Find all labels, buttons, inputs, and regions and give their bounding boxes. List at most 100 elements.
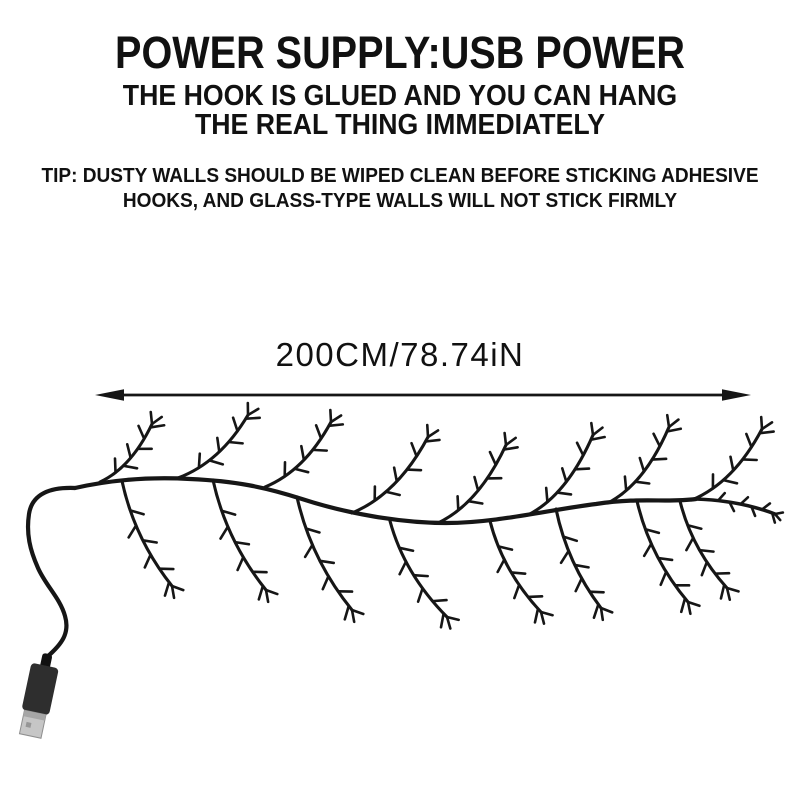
branch-tip-twig bbox=[150, 415, 164, 426]
branch-twig bbox=[137, 424, 146, 441]
subtitle: THE HOOK IS GLUED AND YOU CAN HANG THE R… bbox=[0, 82, 800, 140]
branch-tip-twig bbox=[725, 586, 740, 593]
branch-twig bbox=[128, 509, 145, 516]
branch-twig bbox=[573, 563, 590, 569]
branch-twig bbox=[327, 423, 345, 428]
branch-twig bbox=[665, 427, 683, 433]
branch-twig bbox=[244, 416, 262, 421]
branch-twig bbox=[219, 525, 230, 540]
branch-tip-twig bbox=[773, 512, 782, 522]
branch-twig bbox=[562, 535, 579, 543]
branch-twig bbox=[488, 450, 498, 467]
branch-tip-twig bbox=[264, 588, 279, 596]
branch-tip-twig bbox=[760, 421, 774, 431]
branch-twig bbox=[300, 444, 306, 462]
branch-twig bbox=[392, 466, 399, 483]
branch-twig bbox=[700, 560, 709, 577]
branch-tip-twig bbox=[686, 600, 692, 616]
branch-twig bbox=[473, 475, 480, 492]
branch-twig bbox=[236, 555, 245, 572]
branch-twig bbox=[634, 480, 651, 485]
branch-twig bbox=[502, 445, 519, 451]
subtitle-line-1: THE HOOK IS GLUED AND YOU CAN HANG bbox=[122, 80, 678, 112]
branch-twig bbox=[652, 432, 662, 448]
usb-connector bbox=[18, 653, 59, 739]
branch-twig bbox=[533, 607, 540, 624]
branch-twig bbox=[509, 571, 527, 575]
branch-twig bbox=[412, 573, 429, 578]
usb-plug-hole bbox=[25, 721, 32, 728]
branch-tip-twig bbox=[591, 426, 604, 437]
branch-twig bbox=[314, 424, 323, 440]
branch-tip-twig bbox=[503, 431, 508, 447]
branch-tip-twig bbox=[246, 407, 260, 417]
branch-twig bbox=[257, 584, 265, 601]
branch-tip-twig bbox=[170, 584, 185, 592]
branch-twig bbox=[574, 577, 584, 593]
branch-stem bbox=[350, 435, 430, 515]
page-title-text: POWER SUPPLY:USB POWER bbox=[115, 27, 685, 78]
branch-twig bbox=[424, 438, 441, 443]
tip-line-2: HOOKS, AND GLASS-TYPE WALLS WILL NOT STI… bbox=[122, 189, 678, 212]
branch-tip-twig bbox=[725, 586, 732, 601]
branch-twig bbox=[163, 580, 171, 597]
branch-twig bbox=[497, 545, 514, 551]
branch-twig bbox=[231, 416, 239, 433]
branch-tip-twig bbox=[149, 410, 154, 426]
branch-twig bbox=[526, 594, 544, 599]
branch-twig bbox=[216, 436, 221, 454]
vine-path bbox=[72, 476, 699, 526]
dimension-arrow bbox=[95, 389, 751, 401]
branch-twig bbox=[398, 560, 408, 576]
branch-tip-twig bbox=[665, 413, 671, 429]
branch-twig bbox=[233, 540, 251, 546]
branch-twig bbox=[623, 475, 628, 492]
branch-tip-twig bbox=[329, 408, 333, 424]
branch-tip-twig bbox=[504, 436, 517, 447]
branch-twig bbox=[439, 612, 445, 629]
branch-twig bbox=[592, 603, 600, 620]
branch-light-illustration bbox=[18, 401, 785, 739]
branch-tip-twig bbox=[425, 423, 430, 439]
branch-twig bbox=[398, 546, 415, 553]
branch-twig bbox=[544, 486, 549, 504]
branch-tip-twig bbox=[350, 608, 356, 624]
branch-tip-twig bbox=[445, 615, 460, 622]
branch-twig bbox=[716, 491, 727, 502]
branch-stem bbox=[694, 497, 777, 516]
branch-stem bbox=[295, 495, 354, 612]
branch-twig bbox=[197, 452, 202, 469]
branch-stem bbox=[690, 427, 764, 502]
branch-tip-twig bbox=[590, 421, 595, 437]
usb-body bbox=[22, 663, 59, 715]
branch-tip-twig bbox=[599, 606, 614, 614]
branch-twig bbox=[456, 494, 460, 512]
branch-twig bbox=[220, 509, 237, 516]
branch-tip-twig bbox=[599, 606, 605, 622]
branch-stem bbox=[635, 499, 690, 604]
branch-twig bbox=[496, 558, 506, 574]
branches-group bbox=[98, 401, 785, 630]
page-title: POWER SUPPLY:USB POWER bbox=[0, 27, 800, 79]
branch-twig bbox=[588, 590, 605, 594]
branch-twig bbox=[555, 491, 573, 496]
branch-twig bbox=[143, 553, 152, 569]
branch-twig bbox=[560, 467, 568, 484]
branch-stem bbox=[606, 425, 671, 505]
branch-tip-twig bbox=[445, 615, 452, 630]
usb-strain-relief bbox=[40, 653, 53, 669]
branch-tip-twig bbox=[759, 415, 764, 431]
dimension-label: 200CM/78.74iN bbox=[275, 336, 525, 373]
branch-twig bbox=[384, 490, 401, 497]
branch-stem bbox=[436, 443, 508, 525]
branch-twig bbox=[729, 455, 735, 472]
branch-twig bbox=[644, 527, 661, 535]
branch-stem bbox=[176, 413, 250, 480]
branch-twig bbox=[698, 548, 715, 553]
branch-twig bbox=[659, 570, 668, 587]
branch-twig bbox=[722, 478, 739, 485]
branch-stem bbox=[678, 499, 729, 590]
branch-tip-twig bbox=[170, 584, 176, 600]
branch-stem bbox=[526, 433, 595, 517]
